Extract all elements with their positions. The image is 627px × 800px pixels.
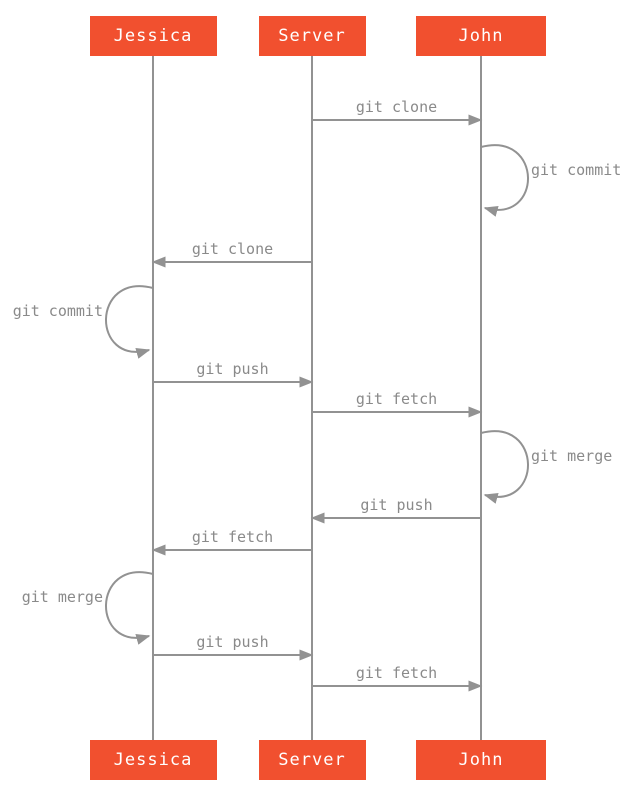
self-loop-git-merge-john	[480, 430, 529, 504]
self-loop-git-commit-john	[480, 144, 529, 217]
self-loop-git-merge-jessica	[105, 571, 154, 645]
self-loop-git-commit-jessica	[105, 285, 154, 359]
